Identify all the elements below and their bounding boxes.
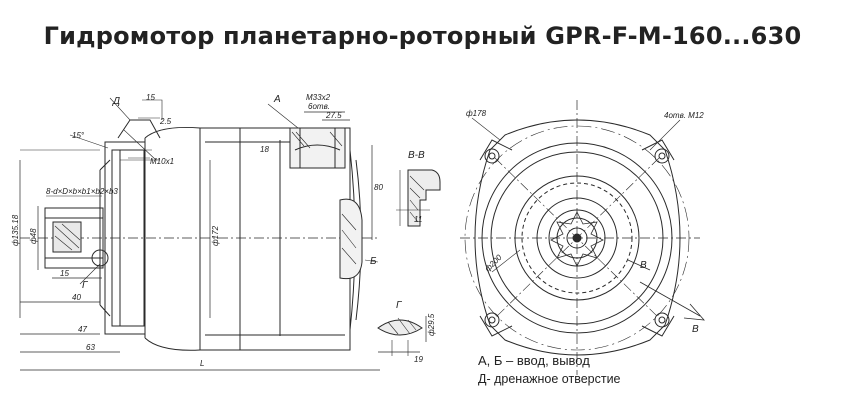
view-label-g-left: Г (82, 280, 89, 291)
dim-15: 15 (146, 93, 155, 102)
page-title: Гидромотор планетарно-роторный GPR-F-M-1… (43, 22, 802, 50)
dim-19: 19 (414, 355, 423, 364)
dim-47: 47 (78, 325, 87, 334)
dim-angle-15: 15° (72, 131, 85, 140)
dim-m33-holes: 6отв. (308, 102, 330, 111)
section-label-v1: В (640, 260, 647, 271)
dim-27-5: 27.5 (325, 111, 342, 120)
dim-m33: М33х2 (306, 93, 331, 102)
dim-63: 63 (86, 343, 95, 352)
dim-172: ф172 (211, 225, 220, 246)
legend: А, Б – ввод, вывод Д- дренажное отверсти… (478, 352, 621, 388)
dim-shaft-spline: 8-d×D×b×b1×b2×b3 (46, 187, 118, 196)
dim-178: ф178 (466, 109, 487, 118)
port-label-b: Б (370, 256, 377, 267)
section-label-v2: В (692, 324, 699, 335)
dim-m12-holes: 4отв. М12 (664, 111, 704, 120)
dim-L: L (200, 359, 204, 368)
dim-11: 11 (414, 215, 422, 224)
drain-label-d: Д (112, 96, 120, 107)
dim-2-5: 2.5 (159, 117, 172, 126)
dim-48: ф48 (29, 228, 38, 244)
dim-29-5: ф29.5 (427, 313, 436, 336)
section-label-vv: В-В (408, 150, 425, 161)
dim-80: 80 (374, 183, 383, 192)
section-vv (396, 169, 441, 227)
front-view (460, 100, 705, 375)
dim-135: ф135.18 (11, 214, 20, 246)
view-label-g: Г (396, 300, 403, 311)
dim-40: 40 (72, 293, 81, 302)
side-view (19, 97, 380, 371)
dim-15-shaft: 15 (60, 269, 69, 278)
dim-m10: М10х1 (150, 157, 174, 166)
legend-ports: А, Б – ввод, вывод (478, 353, 590, 368)
port-label-a: А (273, 94, 281, 105)
legend-drain: Д- дренажное отверстие (478, 372, 621, 386)
view-g (377, 316, 427, 356)
dim-18: 18 (260, 145, 269, 154)
dim-200: ф200 (483, 252, 504, 273)
